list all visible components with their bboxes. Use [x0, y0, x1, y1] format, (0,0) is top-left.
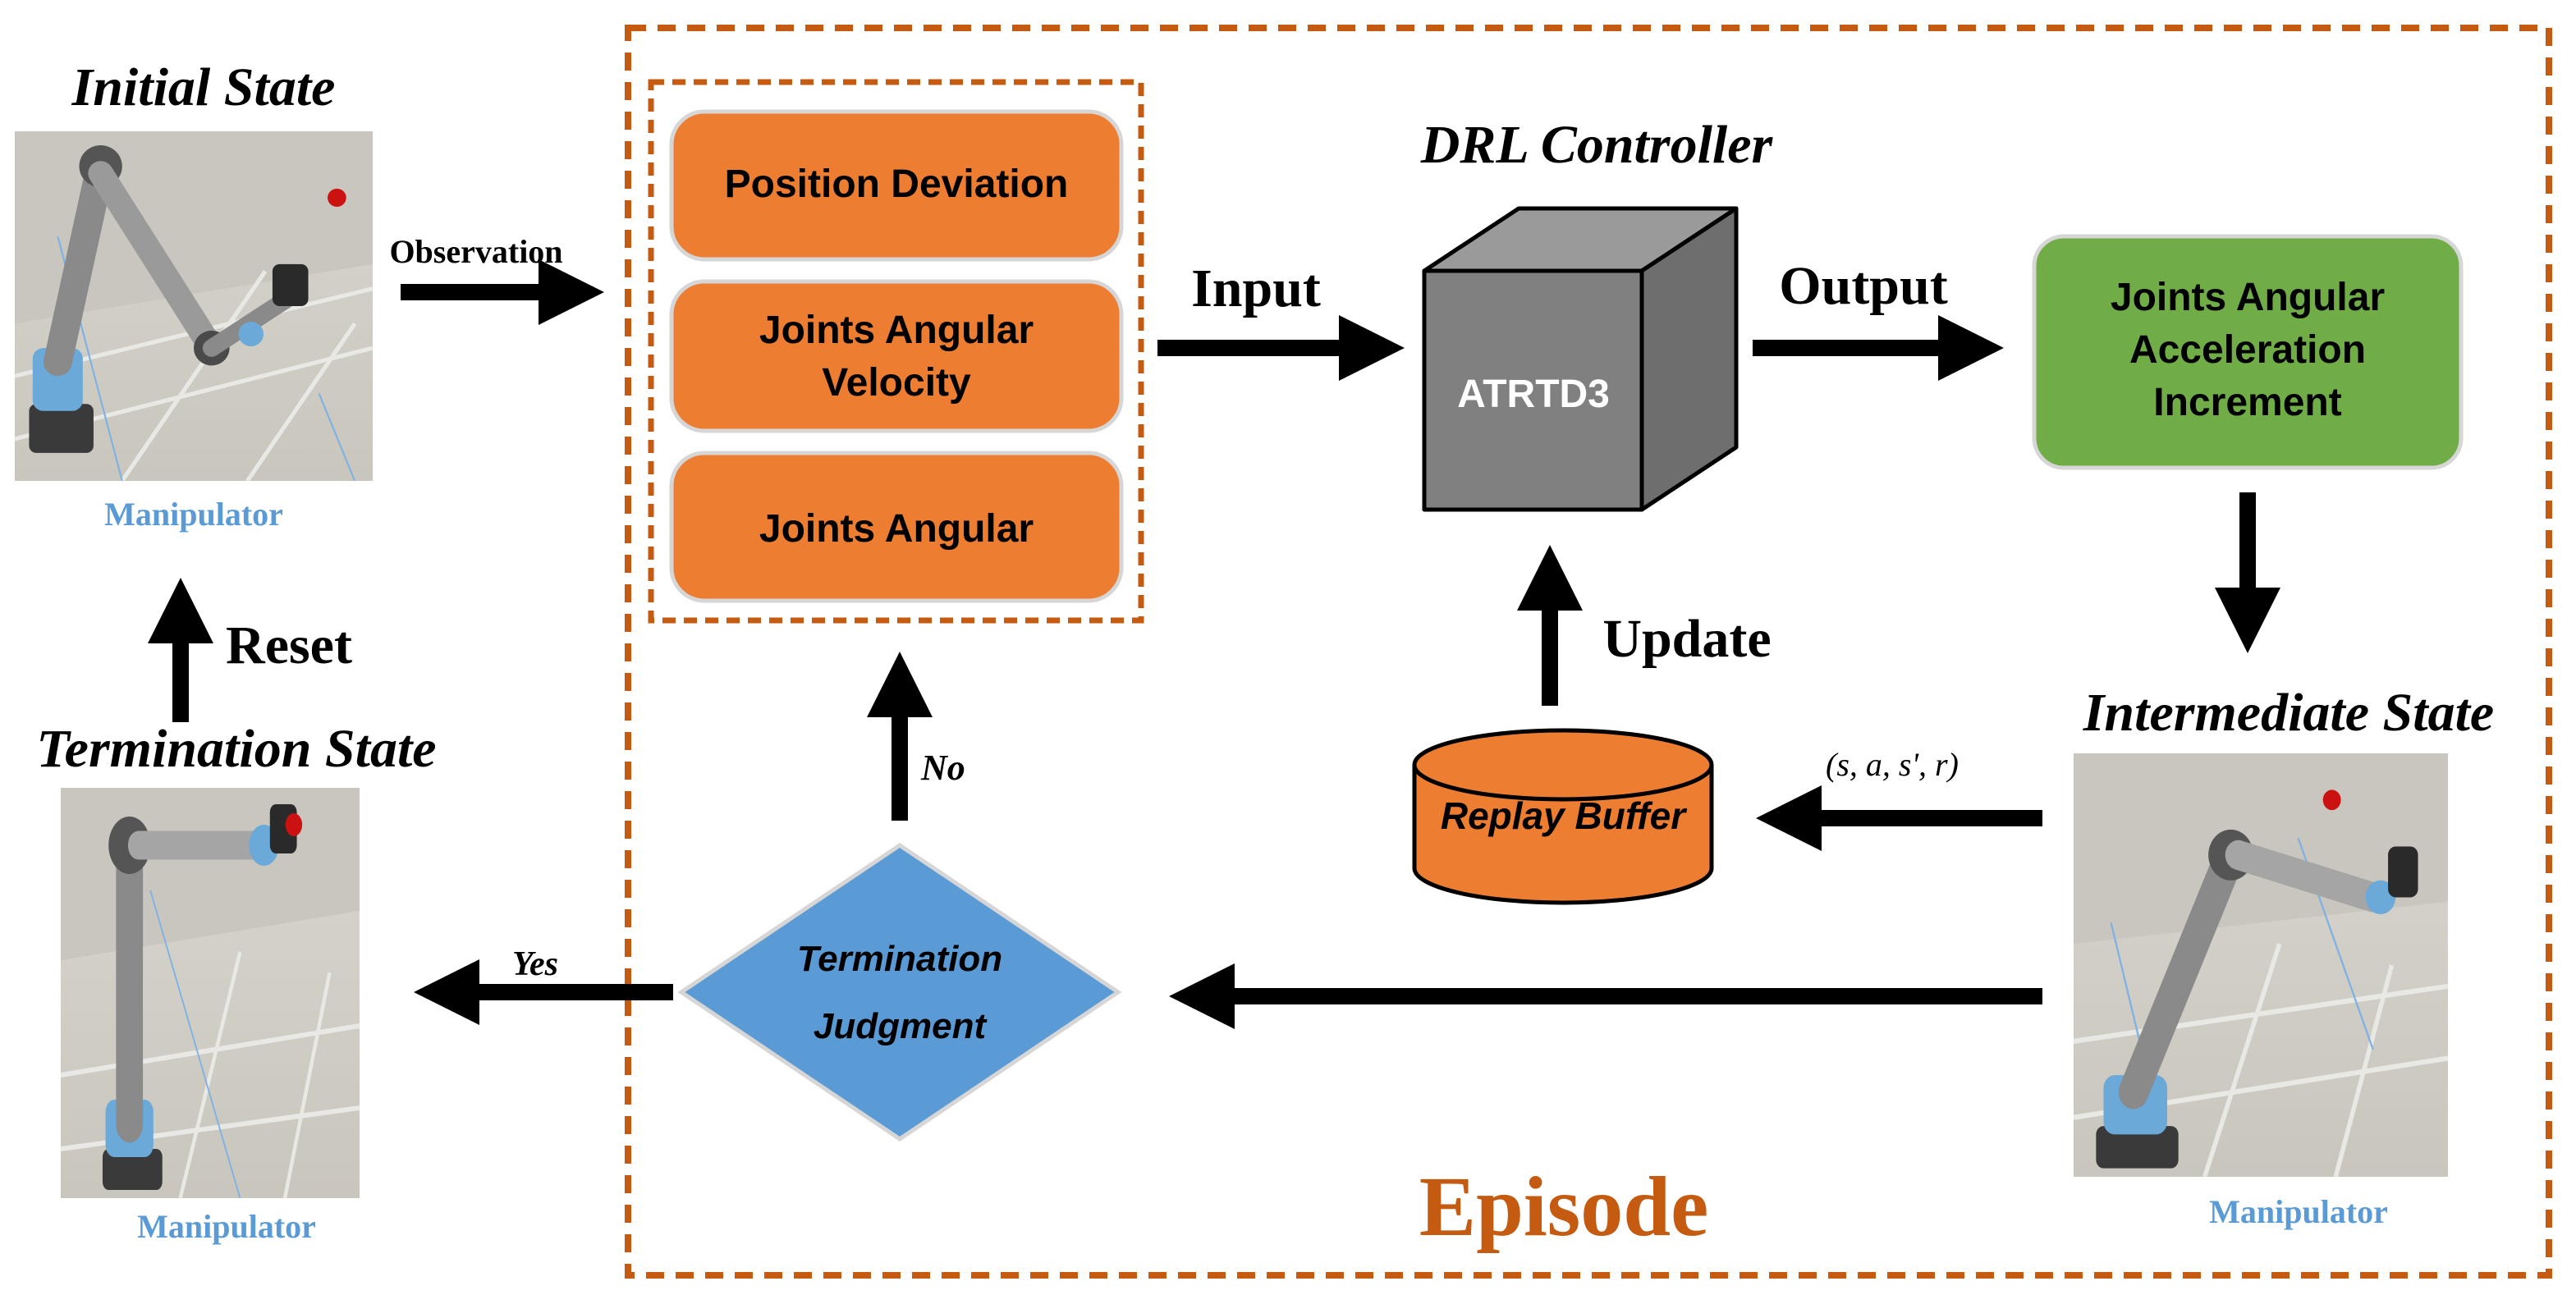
drl-controller-title: DRL Controller: [1420, 115, 1774, 175]
intermediate-state-title: Intermediate State: [2083, 683, 2494, 743]
acceleration-increment-box: Joints Angular Acceleration Increment: [2032, 234, 2464, 470]
position-deviation-box: Position Deviation: [669, 109, 1124, 262]
yes-label: Yes: [512, 945, 558, 983]
transition-tuple-label: (s, a, s', r): [1826, 746, 1959, 783]
replay-buffer-label: Replay Buffer: [1441, 794, 1687, 837]
reset-label: Reset: [226, 615, 352, 675]
episode-border: [625, 25, 2552, 1279]
initial-state-title: Initial State: [71, 57, 336, 117]
position-deviation-text: Position Deviation: [725, 162, 1069, 206]
termination-state-manipulator-image: [61, 788, 360, 1198]
initial-state-manipulator-image: [15, 131, 373, 481]
angular-velocity-text-2: Velocity: [822, 361, 971, 405]
update-label: Update: [1602, 609, 1771, 669]
observation-label: Observation: [389, 233, 562, 270]
termination-text-2: Judgment: [814, 1006, 988, 1046]
output-box-text-1: Joints Angular: [2111, 276, 2385, 319]
intermediate-state-manipulator-image: [2074, 753, 2448, 1177]
termination-text-1: Termination: [797, 939, 1002, 979]
joints-angular-velocity-box: Joints Angular Velocity: [669, 279, 1124, 433]
termination-state-title: Termination State: [36, 719, 436, 779]
replay-buffer-cylinder: Replay Buffer: [1412, 728, 1714, 905]
atrtd3-cube: ATRTD3: [1422, 206, 1739, 512]
flow-arrows: [148, 259, 2280, 1029]
initial-manipulator-caption: Manipulator: [104, 496, 283, 533]
joints-angular-box: Joints Angular: [669, 451, 1124, 603]
observation-group-border: [648, 79, 1144, 624]
output-box-text-3: Increment: [2153, 381, 2341, 424]
output-box-text-2: Acceleration: [2129, 328, 2366, 372]
termination-judgment-diamond: Termination Judgment: [677, 842, 1122, 1142]
joints-angular-text: Joints Angular: [759, 507, 1034, 551]
episode-label: Episode: [1419, 1160, 1709, 1254]
atrtd3-label: ATRTD3: [1457, 373, 1610, 416]
output-label: Output: [1779, 256, 1947, 316]
intermediate-manipulator-caption: Manipulator: [2209, 1193, 2388, 1230]
no-label: No: [920, 748, 965, 788]
angular-velocity-text-1: Joints Angular: [759, 309, 1034, 352]
termination-manipulator-caption: Manipulator: [137, 1208, 316, 1245]
input-label: Input: [1191, 259, 1321, 318]
